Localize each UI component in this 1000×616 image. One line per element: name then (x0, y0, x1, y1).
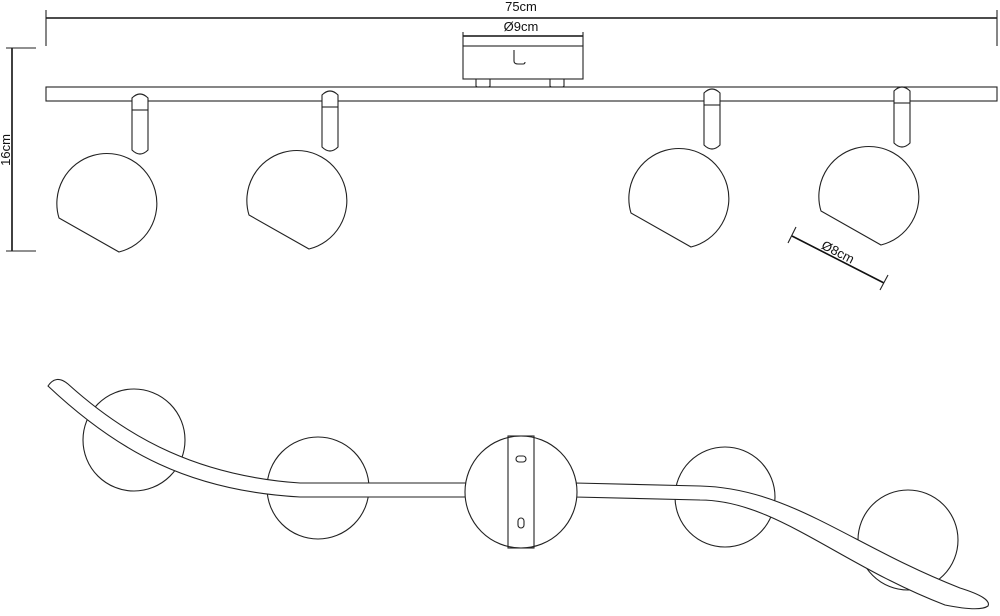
spotlight (628, 88, 730, 248)
height-dimension: 16cm (0, 47, 36, 252)
height-label: 16cm (0, 134, 13, 166)
top-view (47, 378, 989, 610)
rail (45, 86, 998, 102)
spotlight (246, 90, 348, 250)
length-label: 75cm (505, 0, 537, 14)
canopy-diameter-label: Ø9cm (504, 19, 539, 34)
spotlight (818, 86, 920, 246)
length-dimension: 75cm (45, 0, 998, 46)
shade-diameter-label: Ø8cm (819, 237, 857, 266)
canopy-front: Ø9cm (462, 19, 584, 91)
spotlight (56, 93, 158, 253)
canopy-bottom (464, 435, 578, 549)
